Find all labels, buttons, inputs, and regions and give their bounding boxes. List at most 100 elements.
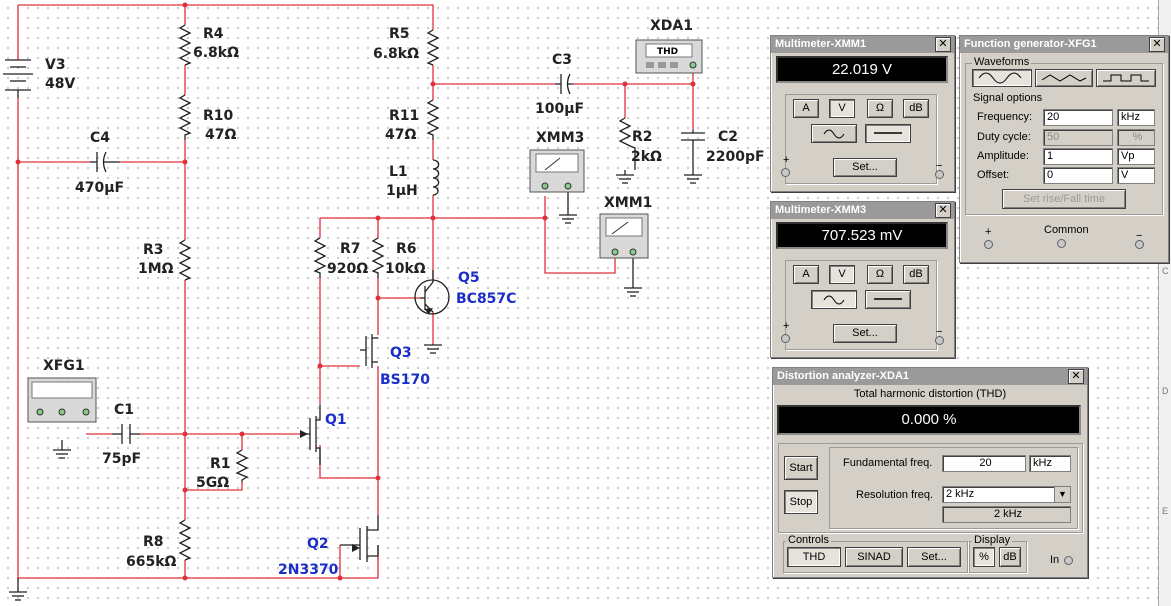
close-button[interactable]: ✕ [1068, 369, 1084, 384]
multimeter-xmm3-window[interactable]: Multimeter-XMM3 ✕ 707.523 mV A V Ω dB Se… [770, 201, 955, 358]
q5-value: BC857C [456, 291, 516, 307]
fg-frequency-label: Frequency: [977, 111, 1033, 123]
xmm1-ohm-button[interactable]: Ω [867, 99, 893, 118]
dc-line-icon [874, 298, 902, 300]
ruler-mark-c: C [1162, 266, 1169, 276]
da-controls-label: Controls [786, 534, 831, 546]
xmm3-reading: 707.523 mV [776, 222, 948, 249]
xda1-icon[interactable] [635, 39, 703, 74]
da-settings-group [778, 443, 1083, 533]
triangle-wave-icon [1041, 74, 1087, 82]
distortion-analyzer-window[interactable]: Distortion analyzer-XDA1 ✕ Total harmoni… [772, 367, 1088, 578]
xmm1-minus-terminal[interactable] [935, 170, 944, 179]
xmm1-db-button[interactable]: dB [903, 99, 929, 118]
fg-frequency-unit[interactable]: kHz [1117, 109, 1155, 126]
multimeter-xmm3-titlebar[interactable]: Multimeter-XMM3 ✕ [771, 202, 954, 219]
xmm3-minus-terminal[interactable] [935, 336, 944, 345]
xmm1-plus-terminal[interactable] [781, 168, 790, 177]
da-set-button[interactable]: Set... [907, 547, 961, 567]
xmm1-dc-button[interactable] [865, 124, 911, 143]
da-sinad-button[interactable]: SINAD [845, 547, 903, 567]
fg-amplitude-unit[interactable]: Vp [1117, 148, 1155, 165]
xmm3-controls [785, 260, 937, 350]
fg-triangle-button[interactable] [1035, 69, 1093, 87]
fg-common-terminal[interactable] [1057, 239, 1066, 248]
ruler-mark-e: E [1162, 506, 1169, 516]
r8-value: 665kΩ [126, 554, 177, 570]
da-resolution-label: Resolution freq. [856, 489, 934, 501]
da-fundamental-unit[interactable]: kHz [1029, 455, 1071, 472]
fg-sine-button[interactable] [972, 69, 1032, 87]
da-resolution-select[interactable]: 2 kHz ▼ [942, 486, 1071, 503]
xmm3-ohm-button[interactable]: Ω [867, 265, 893, 284]
c4-value: 470µF [75, 180, 124, 196]
fg-square-button[interactable] [1096, 69, 1156, 87]
r7-value: 920Ω [327, 261, 368, 277]
fg-duty-cycle-label: Duty cycle: [977, 131, 1031, 143]
close-button[interactable]: ✕ [935, 203, 951, 218]
da-db-button[interactable]: dB [999, 547, 1021, 567]
xmm3-plus-terminal[interactable] [781, 334, 790, 343]
fg-common-label: Common [1044, 224, 1089, 236]
da-percent-button[interactable]: % [973, 547, 995, 567]
fg-plus-label: + [985, 226, 992, 238]
da-thd-reading: 0.000 % [777, 405, 1081, 435]
close-button[interactable]: ✕ [1149, 37, 1165, 52]
v3-value: 48V [45, 76, 75, 92]
da-resolution-value: 2 kHz [946, 488, 975, 500]
fg-offset-field[interactable]: 0 [1043, 167, 1113, 184]
r11-name: R11 [389, 108, 419, 124]
xmm3-ampere-button[interactable]: A [793, 265, 819, 284]
dc-line-icon [874, 132, 902, 134]
xmm3-db-button[interactable]: dB [903, 265, 929, 284]
xfg1-icon[interactable] [27, 377, 97, 423]
function-generator-window[interactable]: Function generator-XFG1 ✕ Waveforms Sign… [959, 35, 1169, 263]
xmm1-ampere-button[interactable]: A [793, 99, 819, 118]
fg-duty-cycle-field: 50 [1043, 129, 1113, 146]
r2-value: 2kΩ [631, 149, 662, 165]
xmm3-set-button[interactable]: Set... [833, 324, 897, 343]
distortion-analyzer-titlebar[interactable]: Distortion analyzer-XDA1 ✕ [773, 368, 1087, 385]
r4-name: R4 [203, 26, 224, 42]
fg-plus-terminal[interactable] [984, 240, 993, 249]
r6-name: R6 [396, 241, 417, 257]
xmm3-volt-button[interactable]: V [829, 265, 855, 284]
xmm3-name: XMM3 [536, 130, 584, 146]
xmm1-volt-button[interactable]: V [829, 99, 855, 118]
close-button[interactable]: ✕ [935, 37, 951, 52]
sine-wave-icon [978, 72, 1022, 84]
multimeter-xmm1-titlebar[interactable]: Multimeter-XMM1 ✕ [771, 36, 954, 53]
xmm3-ac-button[interactable] [811, 290, 857, 309]
da-thd-button[interactable]: THD [787, 547, 841, 567]
xda1-badge: THD [657, 47, 678, 57]
fg-minus-terminal[interactable] [1135, 240, 1144, 249]
fg-settings-group [965, 63, 1163, 215]
fg-rise-fall-button: Set rise/Fall time [1002, 189, 1126, 209]
fg-amplitude-field[interactable]: 1 [1043, 148, 1113, 165]
xmm1-ac-button[interactable] [811, 124, 857, 143]
da-start-button[interactable]: Start [784, 456, 818, 480]
xmm3-icon[interactable] [529, 149, 585, 193]
da-stop-button[interactable]: Stop [784, 490, 818, 514]
r7-name: R7 [340, 241, 361, 257]
fg-frequency-field[interactable]: 20 [1043, 109, 1113, 126]
xmm3-dc-button[interactable] [865, 290, 911, 309]
xmm1-set-button[interactable]: Set... [833, 158, 897, 177]
da-fundamental-field[interactable]: 20 [942, 455, 1026, 472]
c1-name: C1 [114, 402, 134, 418]
l1-name: L1 [389, 164, 408, 180]
fg-offset-unit[interactable]: V [1117, 167, 1155, 184]
chevron-down-icon[interactable]: ▼ [1054, 487, 1070, 502]
xmm1-reading: 22.019 V [776, 56, 948, 83]
function-generator-titlebar[interactable]: Function generator-XFG1 ✕ [960, 36, 1168, 53]
xmm1-icon[interactable] [599, 213, 649, 259]
multimeter-xmm1-window[interactable]: Multimeter-XMM1 ✕ 22.019 V A V Ω dB Set.… [770, 35, 955, 192]
c2-name: C2 [718, 129, 738, 145]
c3-value: 100µF [535, 101, 584, 117]
ruler-mark-d: D [1162, 386, 1169, 396]
xmm1-plus-label: + [783, 154, 790, 166]
da-in-terminal[interactable] [1064, 556, 1073, 565]
r5-name: R5 [389, 26, 410, 42]
fg-duty-cycle-unit: % [1117, 129, 1155, 146]
